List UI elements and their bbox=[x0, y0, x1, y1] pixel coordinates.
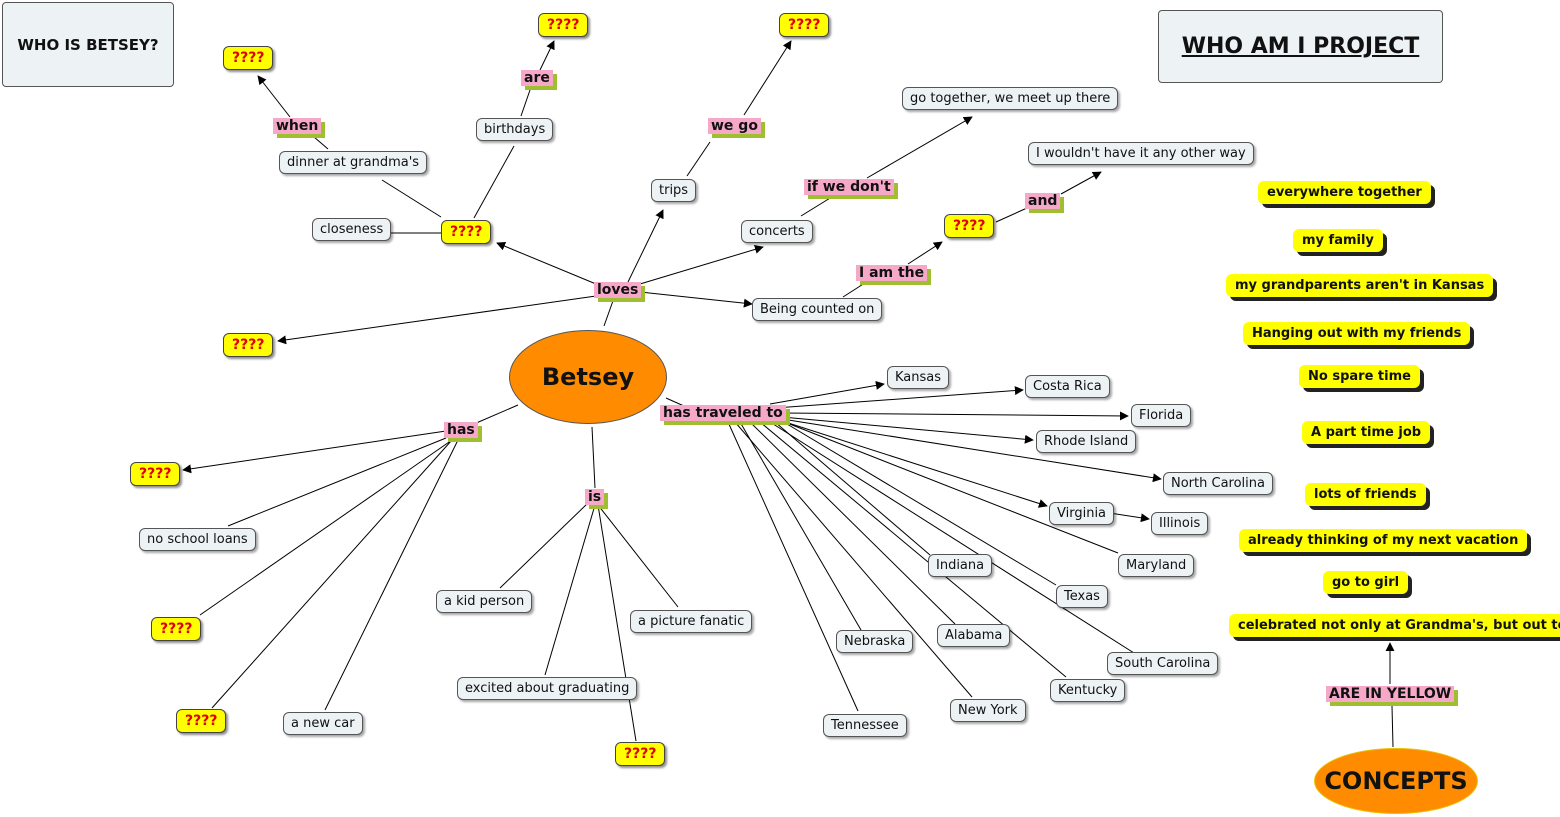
link-label-when: when bbox=[273, 118, 322, 134]
place-node[interactable]: Nebraska bbox=[836, 630, 914, 653]
concept-item[interactable]: my family bbox=[1293, 229, 1383, 252]
link-label-is: is bbox=[585, 489, 605, 505]
link-label-loves: loves bbox=[594, 282, 642, 298]
concept-item[interactable]: A part time job bbox=[1302, 421, 1431, 444]
concept-item[interactable]: Hanging out with my friends bbox=[1243, 322, 1471, 345]
concept-item[interactable]: celebrated not only at Grandma's, but ou… bbox=[1229, 614, 1560, 637]
node-go-together[interactable]: go together, we meet up there bbox=[902, 87, 1119, 110]
place-node[interactable]: Kentucky bbox=[1050, 679, 1126, 702]
place-node[interactable]: Virginia bbox=[1049, 502, 1115, 525]
node-birthdays[interactable]: birthdays bbox=[476, 118, 554, 141]
node-concerts[interactable]: concerts bbox=[741, 220, 813, 243]
link-label-has: has bbox=[444, 422, 478, 438]
place-node[interactable]: Costa Rica bbox=[1025, 375, 1110, 398]
place-node[interactable]: Rhode Island bbox=[1036, 430, 1137, 453]
concept-item[interactable]: everywhere together bbox=[1258, 181, 1431, 204]
placeholder-node[interactable]: ???? bbox=[441, 220, 492, 244]
link-label-has-traveled-to: has traveled to bbox=[660, 405, 786, 421]
placeholder-node[interactable]: ???? bbox=[538, 13, 589, 37]
place-node[interactable]: Kansas bbox=[887, 366, 950, 389]
node-a-new-car[interactable]: a new car bbox=[283, 712, 363, 735]
node-being-counted-on[interactable]: Being counted on bbox=[752, 298, 883, 321]
link-label-and: and bbox=[1025, 193, 1061, 209]
title-left: WHO IS BETSEY? bbox=[2, 2, 174, 87]
link-label-are: are bbox=[521, 70, 553, 86]
link-label-are-in-yellow: ARE IN YELLOW bbox=[1326, 686, 1455, 702]
node-other-way[interactable]: I wouldn't have it any other way bbox=[1028, 142, 1254, 165]
concept-item[interactable]: go to girl bbox=[1323, 571, 1409, 594]
node-excited-about-graduating[interactable]: excited about graduating bbox=[457, 677, 638, 700]
title-right: WHO AM I PROJECT bbox=[1158, 10, 1443, 83]
placeholder-node[interactable]: ???? bbox=[779, 13, 830, 37]
central-node-betsey[interactable]: Betsey bbox=[509, 330, 667, 424]
placeholder-node[interactable]: ???? bbox=[944, 214, 995, 238]
placeholder-node[interactable]: ???? bbox=[615, 742, 666, 766]
concept-item[interactable]: No spare time bbox=[1299, 365, 1420, 388]
place-node[interactable]: Alabama bbox=[937, 624, 1011, 647]
link-label-if-we-dont: if we don't bbox=[804, 179, 894, 195]
place-node[interactable]: South Carolina bbox=[1107, 652, 1219, 675]
place-node[interactable]: Indiana bbox=[928, 554, 993, 577]
place-node[interactable]: New York bbox=[950, 699, 1026, 722]
concepts-node[interactable]: CONCEPTS bbox=[1314, 748, 1478, 814]
link-label-i-am-the: I am the bbox=[856, 265, 928, 281]
concept-item[interactable]: my grandparents aren't in Kansas bbox=[1226, 274, 1494, 297]
node-trips[interactable]: trips bbox=[651, 179, 697, 202]
placeholder-node[interactable]: ???? bbox=[223, 333, 274, 357]
place-node[interactable]: Illinois bbox=[1151, 512, 1209, 535]
place-node[interactable]: Maryland bbox=[1118, 554, 1195, 577]
node-closeness[interactable]: closeness bbox=[312, 218, 392, 241]
node-dinner-at-grandmas[interactable]: dinner at grandma's bbox=[279, 151, 428, 174]
node-a-kid-person[interactable]: a kid person bbox=[436, 590, 533, 613]
place-node[interactable]: North Carolina bbox=[1163, 472, 1273, 495]
node-no-school-loans[interactable]: no school loans bbox=[139, 528, 256, 551]
place-node[interactable]: Tennessee bbox=[823, 714, 907, 737]
node-a-picture-fanatic[interactable]: a picture fanatic bbox=[630, 610, 753, 633]
concept-item[interactable]: lots of friends bbox=[1305, 483, 1426, 506]
placeholder-node[interactable]: ???? bbox=[151, 617, 202, 641]
link-label-we-go: we go bbox=[708, 118, 761, 134]
placeholder-node[interactable]: ???? bbox=[223, 46, 274, 70]
placeholder-node[interactable]: ???? bbox=[176, 709, 227, 733]
place-node[interactable]: Texas bbox=[1056, 585, 1108, 608]
concept-item[interactable]: already thinking of my next vacation bbox=[1239, 529, 1528, 552]
placeholder-node[interactable]: ???? bbox=[130, 462, 181, 486]
place-node[interactable]: Florida bbox=[1131, 404, 1192, 427]
